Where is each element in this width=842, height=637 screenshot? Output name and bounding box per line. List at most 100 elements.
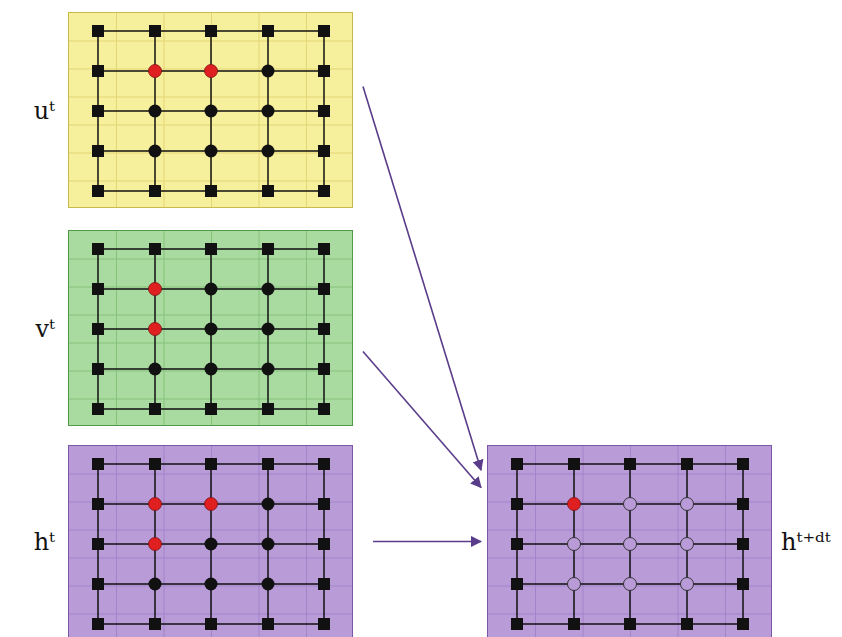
boundary-point <box>262 403 274 415</box>
boundary-point <box>92 363 104 375</box>
flow-arrow <box>373 541 481 543</box>
cell-line <box>116 231 117 425</box>
interior-point <box>262 323 275 336</box>
interior-point <box>205 283 218 296</box>
boundary-point <box>318 185 330 197</box>
cell-line <box>259 231 260 425</box>
boundary-point <box>92 578 104 590</box>
unknown-point <box>681 538 694 551</box>
cell-line <box>583 446 584 637</box>
boundary-point <box>318 323 330 335</box>
unknown-point <box>681 498 694 511</box>
boundary-point <box>568 458 580 470</box>
variable-label: hᵗ⁺ᵈᵗ <box>781 528 831 557</box>
interior-point <box>205 323 218 336</box>
boundary-point <box>511 618 523 630</box>
grid-illustration <box>69 13 352 207</box>
interior-point <box>262 145 275 158</box>
grid-panel: hᵗ⁺ᵈᵗ <box>487 445 772 637</box>
interior-point <box>149 145 162 158</box>
boundary-point <box>92 498 104 510</box>
interior-point <box>149 578 162 591</box>
interior-point <box>262 65 275 78</box>
stencil-point <box>149 498 162 511</box>
boundary-point <box>149 25 161 37</box>
boundary-point <box>737 578 749 590</box>
flow-arrow <box>363 86 481 470</box>
boundary-point <box>318 498 330 510</box>
cell-line <box>306 446 307 637</box>
boundary-point <box>92 243 104 255</box>
boundary-point <box>624 458 636 470</box>
grid-illustration <box>488 446 771 637</box>
boundary-point <box>318 538 330 550</box>
variable-label: hᵗ <box>34 528 55 557</box>
boundary-point <box>205 618 217 630</box>
boundary-point <box>92 283 104 295</box>
grid-illustration <box>69 446 352 637</box>
boundary-point <box>737 538 749 550</box>
boundary-point <box>681 458 693 470</box>
cell-line <box>306 13 307 207</box>
cell-line <box>306 231 307 425</box>
boundary-point <box>92 185 104 197</box>
boundary-point <box>205 403 217 415</box>
boundary-point <box>318 578 330 590</box>
cell-line <box>164 231 165 425</box>
interior-point <box>262 498 275 511</box>
boundary-point <box>92 403 104 415</box>
boundary-point <box>511 458 523 470</box>
stencil-point <box>205 498 218 511</box>
interior-point <box>205 578 218 591</box>
boundary-point <box>568 618 580 630</box>
interior-point <box>262 538 275 551</box>
boundary-point <box>511 498 523 510</box>
grid-panel: uᵗ <box>68 12 353 208</box>
boundary-point <box>149 618 161 630</box>
boundary-point <box>262 458 274 470</box>
boundary-point <box>262 25 274 37</box>
interior-point <box>149 363 162 376</box>
boundary-point <box>205 243 217 255</box>
cell-line <box>116 13 117 207</box>
boundary-point <box>511 538 523 550</box>
cell-line <box>164 13 165 207</box>
boundary-point <box>205 25 217 37</box>
boundary-point <box>318 65 330 77</box>
interior-point <box>262 105 275 118</box>
boundary-point <box>149 185 161 197</box>
stencil-point <box>205 65 218 78</box>
stencil-point <box>568 498 581 511</box>
boundary-point <box>205 185 217 197</box>
boundary-point <box>92 105 104 117</box>
boundary-point <box>318 105 330 117</box>
boundary-point <box>205 458 217 470</box>
boundary-point <box>511 578 523 590</box>
unknown-point <box>568 538 581 551</box>
boundary-point <box>318 243 330 255</box>
boundary-point <box>318 283 330 295</box>
cell-line <box>116 446 117 637</box>
unknown-point <box>624 538 637 551</box>
grid-panel: hᵗ <box>68 445 353 637</box>
boundary-point <box>737 498 749 510</box>
interior-point <box>205 363 218 376</box>
stencil-point <box>149 323 162 336</box>
boundary-point <box>149 243 161 255</box>
boundary-point <box>92 458 104 470</box>
boundary-point <box>262 243 274 255</box>
boundary-point <box>149 403 161 415</box>
boundary-point <box>318 363 330 375</box>
variable-label: uᵗ <box>34 97 55 126</box>
boundary-point <box>92 145 104 157</box>
cell-line <box>535 446 536 637</box>
unknown-point <box>681 578 694 591</box>
unknown-point <box>624 578 637 591</box>
boundary-point <box>92 25 104 37</box>
boundary-point <box>737 458 749 470</box>
interior-point <box>205 105 218 118</box>
stencil-point <box>149 65 162 78</box>
grid-illustration <box>69 231 352 425</box>
